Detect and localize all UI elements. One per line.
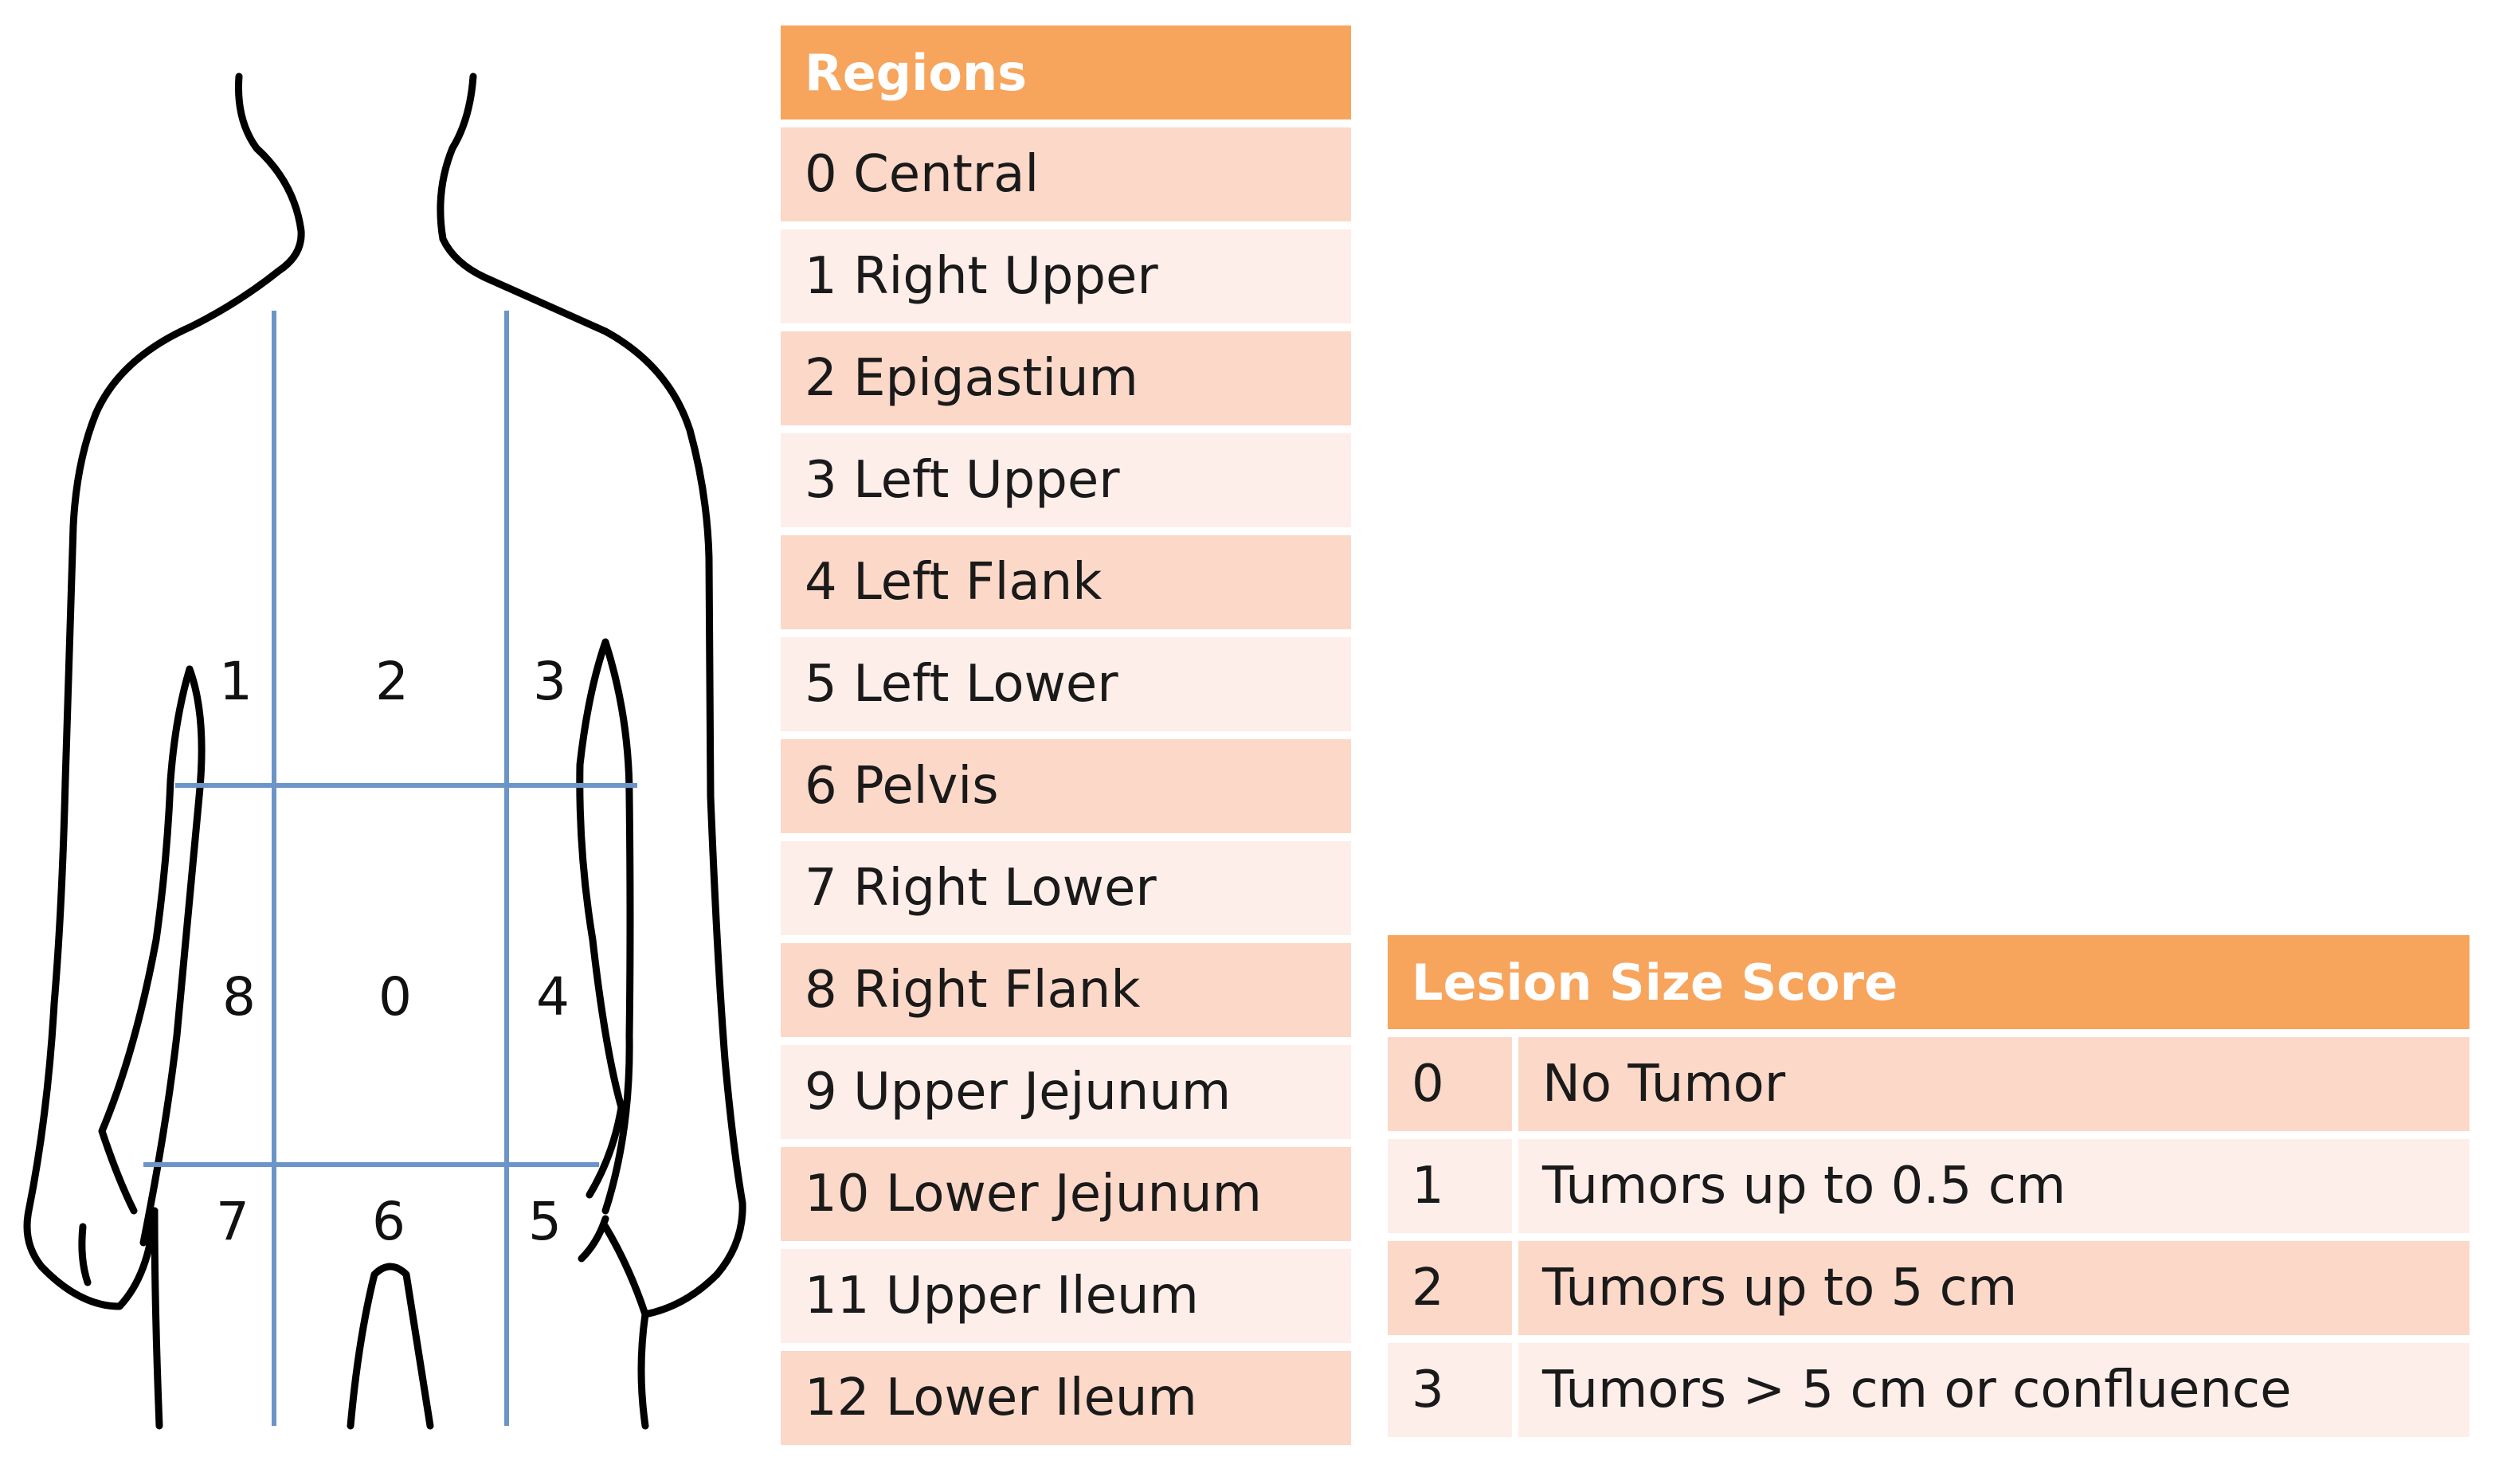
table-row: 0 Central	[781, 123, 1351, 229]
region-row-label: 2 Epigastium	[781, 327, 1351, 433]
region-row-label: 3 Left Upper	[781, 429, 1351, 535]
table-row: 5 Left Lower	[781, 633, 1351, 739]
region-row-label: 11 Upper Ileum	[781, 1245, 1351, 1351]
region-label-7: 7	[216, 1191, 249, 1252]
body-outline	[23, 72, 746, 1430]
score-cell: 3	[1388, 1339, 1518, 1445]
table-row: 0 No Tumor	[1388, 1033, 2470, 1139]
region-row-label: 7 Right Lower	[781, 837, 1351, 943]
regions-table: Regions 0 Central 1 Right Upper 2 Epigas…	[781, 25, 1351, 1453]
region-row-label: 0 Central	[781, 123, 1351, 229]
region-row-label: 10 Lower Jejunum	[781, 1143, 1351, 1249]
table-row: 3 Left Upper	[781, 429, 1351, 535]
lesion-size-table: Lesion Size Score 0 No Tumor 1 Tumors up…	[1388, 935, 2470, 1445]
region-numbers: 1 2 3 8 0 4 7 6 5	[216, 651, 570, 1252]
region-row-label: 9 Upper Jejunum	[781, 1041, 1351, 1147]
score-cell: 2	[1388, 1237, 1518, 1343]
region-row-label: 6 Pelvis	[781, 735, 1351, 841]
table-row: 9 Upper Jejunum	[781, 1041, 1351, 1147]
region-label-4: 4	[536, 966, 570, 1028]
region-label-5: 5	[528, 1191, 562, 1252]
table-row: 10 Lower Jejunum	[781, 1143, 1351, 1249]
description-cell: Tumors up to 5 cm	[1515, 1237, 2470, 1343]
lesion-size-header: Lesion Size Score	[1388, 935, 2470, 1037]
region-row-label: 12 Lower Ileum	[781, 1347, 1351, 1453]
region-label-2: 2	[375, 651, 409, 712]
regions-header: Regions	[781, 25, 1351, 127]
lesion-header-row: Lesion Size Score	[1388, 935, 2470, 1037]
regions-header-row: Regions	[781, 25, 1351, 127]
table-row: 4 Left Flank	[781, 531, 1351, 637]
score-cell: 0	[1388, 1033, 1518, 1139]
table-row: 6 Pelvis	[781, 735, 1351, 841]
grid-lines	[143, 311, 637, 1426]
table-row: 2 Epigastium	[781, 327, 1351, 433]
region-row-label: 8 Right Flank	[781, 939, 1351, 1045]
region-row-label: 1 Right Upper	[781, 225, 1351, 331]
table-row: 11 Upper Ileum	[781, 1245, 1351, 1351]
table-row: 2 Tumors up to 5 cm	[1388, 1237, 2470, 1343]
table-row: 1 Tumors up to 0.5 cm	[1388, 1135, 2470, 1241]
table-row: 1 Right Upper	[781, 225, 1351, 331]
abdomen-diagram: 1 2 3 8 0 4 7 6 5	[23, 72, 746, 1430]
region-label-8: 8	[222, 966, 256, 1028]
region-label-1: 1	[219, 651, 253, 712]
table-row: 8 Right Flank	[781, 939, 1351, 1045]
region-row-label: 5 Left Lower	[781, 633, 1351, 739]
description-cell: No Tumor	[1515, 1033, 2470, 1139]
region-label-0: 0	[378, 966, 412, 1028]
table-row: 3 Tumors > 5 cm or confluence	[1388, 1339, 2470, 1445]
score-cell: 1	[1388, 1135, 1518, 1241]
region-row-label: 4 Left Flank	[781, 531, 1351, 637]
table-row: 7 Right Lower	[781, 837, 1351, 943]
region-label-3: 3	[533, 651, 566, 712]
description-cell: Tumors up to 0.5 cm	[1515, 1135, 2470, 1241]
region-label-6: 6	[372, 1191, 405, 1252]
table-row: 12 Lower Ileum	[781, 1347, 1351, 1453]
description-cell: Tumors > 5 cm or confluence	[1515, 1339, 2470, 1445]
